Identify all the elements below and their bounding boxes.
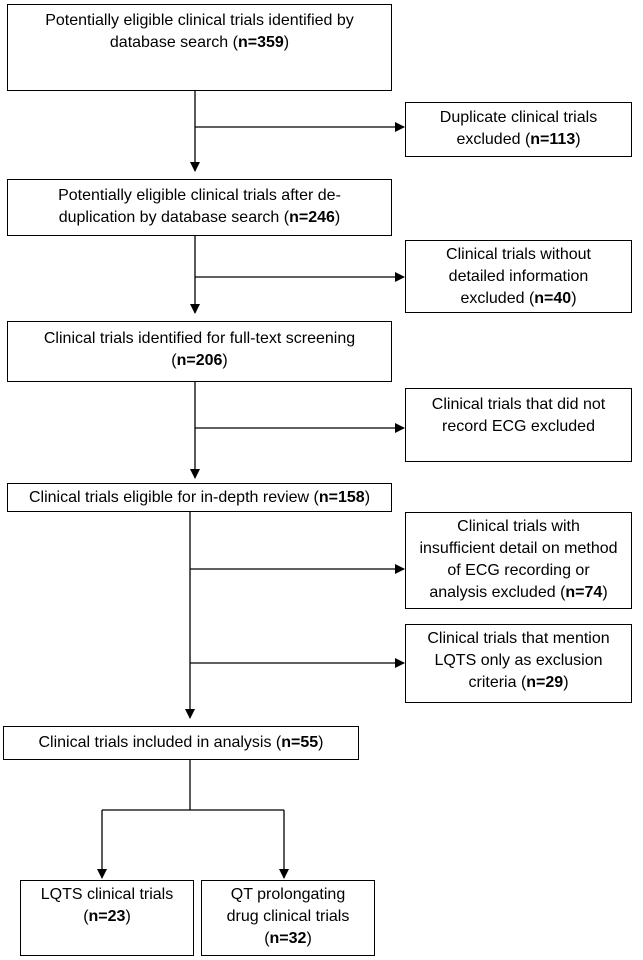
box-text: ( [83, 908, 89, 925]
box-text: ) [318, 734, 324, 751]
box-text-line: excluded (n=40) [460, 288, 576, 310]
box-text: excluded ( [456, 131, 531, 148]
box-text: Clinical trials with [457, 518, 580, 535]
box-text: Potentially eligible clinical trials ide… [45, 12, 354, 29]
box-text: ) [222, 352, 228, 369]
box-text: Clinical trials included in analysis ( [38, 734, 282, 751]
box-text: duplication by database search ( [58, 209, 290, 226]
box-text: ) [334, 209, 341, 226]
box-text: criteria ( [468, 674, 527, 691]
box-lqts-clinical-trials: LQTS clinical trials (n=23) [20, 880, 194, 956]
box-text-line: Clinical trials without [446, 244, 591, 266]
count-value: n=23 [88, 908, 126, 925]
box-text-line: Potentially eligible clinical trials aft… [58, 185, 341, 207]
box-text-line: record ECG excluded [442, 416, 595, 438]
count-value: n=359 [237, 34, 284, 51]
box-text-line: duplication by database search (n=246) [59, 207, 341, 229]
box-insufficient-excluded: Clinical trials with insufficient detail … [405, 512, 632, 609]
box-included-analysis: Clinical trials included in analysis (n=… [3, 726, 359, 760]
box-after-dedup: Potentially eligible clinical trials aft… [7, 179, 392, 236]
box-text-line: Clinical trials identified for full-text… [44, 328, 355, 350]
count-value: n=246 [289, 209, 335, 226]
box-text: Clinical trials that mention [427, 630, 610, 647]
count-value: n=158 [318, 489, 365, 506]
count-value: n=32 [269, 930, 307, 947]
box-text-line: Potentially eligible clinical trials ide… [45, 10, 354, 32]
box-text: ) [563, 674, 569, 691]
box-text-line: (n=32) [264, 928, 312, 950]
box-text-line: insufficient detail on method [419, 538, 617, 560]
box-text-line: Clinical trials that mention [427, 628, 609, 650]
box-text: ) [283, 34, 290, 51]
box-text-line: Clinical trials that did not [432, 394, 605, 416]
box-text-line: criteria (n=29) [468, 672, 568, 694]
box-text-line: analysis excluded (n=74) [429, 582, 607, 604]
box-text-line: LQTS clinical trials [41, 884, 173, 906]
box-text: Duplicate clinical trials [439, 109, 598, 126]
box-text: ) [306, 930, 312, 947]
box-text-line: (n=23) [83, 906, 131, 928]
box-text: analysis excluded ( [429, 584, 566, 601]
box-text-line: of ECG recording or [447, 560, 589, 582]
box-text-line: Clinical trials with [457, 516, 580, 538]
box-text-line: detailed information [449, 266, 589, 288]
box-text: Clinical trials eligible for in-depth re… [28, 489, 319, 506]
box-text: Potentially eligible clinical trials aft… [58, 187, 341, 204]
box-text: record ECG excluded [442, 418, 595, 435]
box-text: Clinical trials identified for full-text… [43, 330, 356, 347]
box-text: ( [171, 352, 177, 369]
box-text: insufficient detail on method [419, 540, 618, 557]
box-text-line: excluded (n=113) [456, 129, 580, 151]
box-text: ) [125, 908, 131, 925]
box-text-line: QT prolongating [231, 884, 345, 906]
count-value: n=74 [565, 584, 603, 601]
box-text: ) [364, 489, 371, 506]
box-no-detail-excluded: Clinical trials without detailed informat… [405, 240, 632, 313]
box-text: detailed information [448, 268, 589, 285]
count-value: n=206 [176, 352, 223, 369]
box-qt-drug-trials: QT prolongating drug clinical trials (n=32… [201, 880, 375, 956]
box-in-depth-review: Clinical trials eligible for in-depth re… [7, 483, 392, 512]
box-duplicates-excluded: Duplicate clinical trials excluded (n=113… [405, 102, 632, 157]
box-no-ecg-excluded: Clinical trials that did not record ECG e… [405, 388, 632, 462]
box-text-line: Duplicate clinical trials [440, 107, 597, 129]
box-text: QT prolongating [230, 886, 346, 903]
box-text: LQTS only as exclusion [434, 652, 603, 669]
box-text: ( [264, 930, 270, 947]
box-text: ) [571, 290, 577, 307]
box-text: LQTS clinical trials [40, 886, 174, 903]
box-text: ) [575, 131, 581, 148]
box-text: database search ( [109, 34, 238, 51]
box-text: Clinical trials without [446, 246, 591, 263]
count-value: n=55 [281, 734, 319, 751]
box-text: drug clinical trials [226, 908, 350, 925]
box-text-line: Clinical trials included in analysis (n=… [38, 732, 323, 754]
box-full-text: Clinical trials identified for full-text… [7, 321, 392, 382]
box-identified: Potentially eligible clinical trials ide… [7, 4, 392, 91]
box-text-line: LQTS only as exclusion [434, 650, 602, 672]
box-text-line: database search (n=359) [110, 32, 289, 54]
count-value: n=40 [534, 290, 572, 307]
count-value: n=29 [526, 674, 564, 691]
box-text: of ECG recording or [447, 562, 590, 579]
box-text-line: (n=206) [171, 350, 227, 372]
box-text: Clinical trials that did not [431, 396, 606, 413]
box-text: ) [602, 584, 608, 601]
box-text-line: Clinical trials eligible for in-depth re… [29, 487, 370, 509]
box-text-line: drug clinical trials [227, 906, 350, 928]
box-text: excluded ( [460, 290, 535, 307]
count-value: n=113 [530, 131, 576, 148]
